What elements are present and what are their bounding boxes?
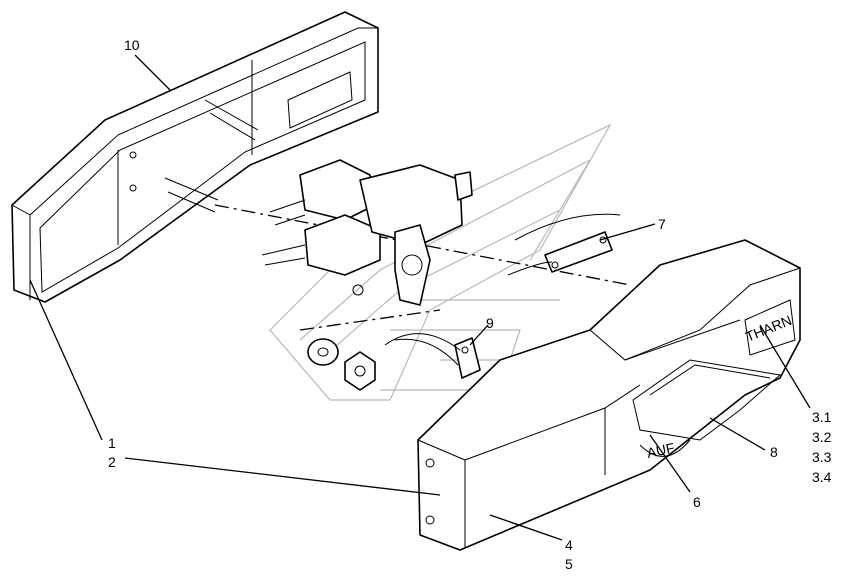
callout-9: 9 — [486, 315, 494, 331]
callout-8: 8 — [770, 444, 778, 460]
switch-part-9 — [384, 333, 481, 379]
callout-2: 2 — [108, 454, 116, 470]
washer-and-nut — [307, 338, 376, 391]
callout-3-1: 3.1 — [812, 409, 832, 425]
callout-3-4: 3.4 — [812, 469, 832, 485]
switch-part-7 — [507, 213, 621, 276]
callout-7: 7 — [658, 216, 666, 232]
callout-10: 10 — [124, 37, 140, 53]
assembly-axis — [214, 204, 631, 286]
callout-1: 1 — [108, 435, 116, 451]
callout-3-3: 3.3 — [812, 449, 832, 465]
rear-mounting-bracket — [11, 11, 379, 303]
leader-lines — [29, 54, 811, 541]
callout-5: 5 — [565, 556, 573, 572]
callout-3-2: 3.2 — [812, 429, 832, 445]
valve-assembly — [261, 159, 473, 306]
callout-4: 4 — [565, 537, 573, 553]
assembly-axis-lower — [299, 309, 441, 331]
front-lamp-housing: THARN AUF — [417, 239, 801, 551]
callout-6: 6 — [693, 494, 701, 510]
